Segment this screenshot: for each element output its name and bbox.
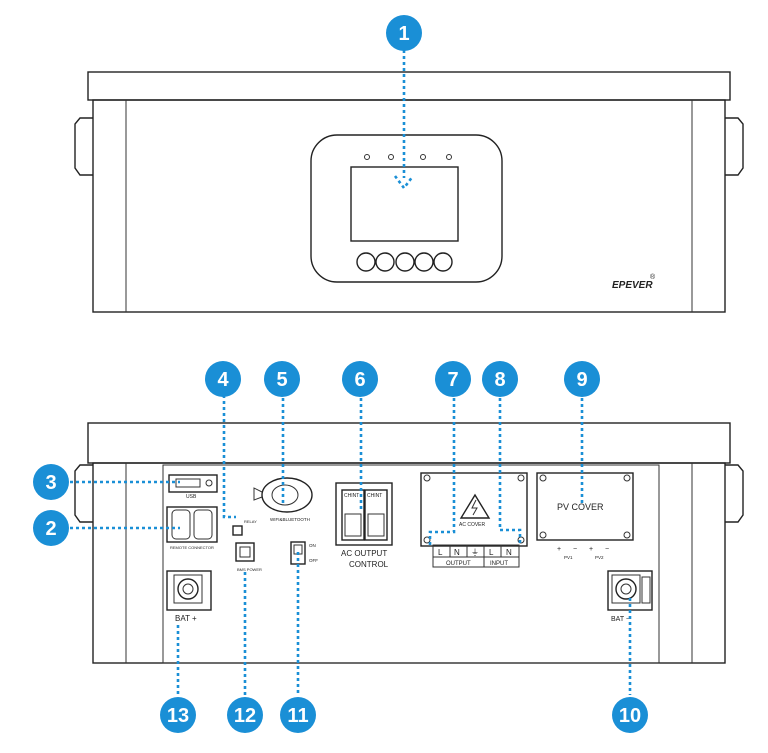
badge-10: 10 xyxy=(612,697,648,733)
badge-8: 8 xyxy=(482,361,518,397)
front-body xyxy=(92,99,726,313)
svg-text:12: 12 xyxy=(234,705,256,727)
svg-text:9: 9 xyxy=(576,369,587,391)
bat-positive-terminal: BAT + xyxy=(166,570,212,623)
power-switch: ON OFF xyxy=(290,541,318,565)
callout-line-8 xyxy=(498,398,522,546)
ac-cover: AC COVER L N ⏚ L N OUTPUT INPUT xyxy=(420,472,528,568)
led-1 xyxy=(364,154,370,160)
badge-13: 13 xyxy=(160,697,196,733)
front-panel xyxy=(310,134,503,283)
key-button xyxy=(356,252,376,272)
pv-sign: + xyxy=(557,546,561,553)
remote-connector: REMOTE CONNECTOR xyxy=(166,506,218,550)
switch-off-label: OFF xyxy=(309,558,318,563)
rear-top-lid xyxy=(87,422,731,464)
relay-port: RELAY xyxy=(232,519,257,536)
rear-view: USB REMOTE CONNECTOR RELAY BMS POWER WIF… xyxy=(74,422,744,664)
bat-positive-label: BAT + xyxy=(175,614,197,623)
svg-text:10: 10 xyxy=(619,705,641,727)
key-button xyxy=(433,252,453,272)
led-4 xyxy=(446,154,452,160)
pv-sign: + xyxy=(589,546,593,553)
svg-text:4: 4 xyxy=(217,369,229,391)
front-left-handle xyxy=(74,117,93,176)
badge-7: 7 xyxy=(435,361,471,397)
switch-on-label: ON xyxy=(309,543,316,548)
terminal-label: ⏚ xyxy=(471,548,479,557)
remote-connector-label: REMOTE CONNECTOR xyxy=(170,545,214,550)
badge-6: 6 xyxy=(342,361,378,397)
badge-2: 2 xyxy=(33,510,69,546)
key-button xyxy=(375,252,395,272)
rear-left-handle xyxy=(74,464,93,523)
pv-sign: − xyxy=(605,546,609,553)
ac-output-control-label-1: AC OUTPUT xyxy=(341,549,387,558)
ac-output-breaker: CHINT CHINT AC OUTPUT CONTROL xyxy=(335,482,393,569)
badge-11: 11 xyxy=(280,697,316,733)
rear-right-handle xyxy=(725,464,744,523)
relay-label: RELAY xyxy=(244,519,257,524)
terminal-label: N xyxy=(454,548,460,557)
svg-text:2: 2 xyxy=(45,518,56,540)
svg-text:6: 6 xyxy=(354,369,365,391)
breaker-label-a: CHINT xyxy=(344,493,359,499)
pv-cover: PV COVER + − + − PV1 PV2 xyxy=(536,472,634,560)
pv1-label: PV1 xyxy=(564,555,573,560)
hazard-icon xyxy=(459,493,491,519)
rear-panel xyxy=(162,464,660,664)
svg-text:13: 13 xyxy=(167,705,189,727)
key-button xyxy=(414,252,434,272)
callout-line-4 xyxy=(222,395,236,519)
wifi-bluetooth-label: WIFI&BLUETOOTH xyxy=(270,517,310,522)
bms-power-port: BMS POWER xyxy=(235,542,262,572)
output-label: OUTPUT xyxy=(446,561,471,567)
bat-negative-terminal: BAT − xyxy=(607,570,653,623)
svg-text:7: 7 xyxy=(447,369,458,391)
bms-power-label: BMS POWER xyxy=(237,567,262,572)
svg-text:11: 11 xyxy=(287,705,308,727)
registered-mark: ® xyxy=(650,273,656,281)
key-buttons xyxy=(356,252,453,272)
badge-12: 12 xyxy=(227,697,263,733)
input-label: INPUT xyxy=(490,561,508,567)
usb-port: USB xyxy=(168,474,218,500)
badge-4: 4 xyxy=(205,361,241,397)
front-right-handle xyxy=(725,117,744,176)
brand-logo: EPEVER xyxy=(612,280,653,291)
callout-line-7 xyxy=(428,398,456,546)
ac-output-control-label-2: CONTROL xyxy=(349,560,389,569)
badge-1: 1 xyxy=(386,15,422,51)
callout-lines xyxy=(70,50,632,695)
pv-cover-label: PV COVER xyxy=(557,502,604,512)
breaker-label-b: CHINT xyxy=(367,493,382,499)
svg-text:1: 1 xyxy=(398,23,409,45)
rear-body xyxy=(92,462,726,664)
front-view: EPEVER ® xyxy=(74,71,744,313)
terminal-label: N xyxy=(506,548,512,557)
svg-text:5: 5 xyxy=(276,369,287,391)
lcd-screen xyxy=(350,166,459,242)
bat-negative-label: BAT − xyxy=(611,616,630,623)
led-2 xyxy=(388,154,394,160)
svg-text:8: 8 xyxy=(494,369,505,391)
badge-9: 9 xyxy=(564,361,600,397)
key-button xyxy=(395,252,415,272)
pv2-label: PV2 xyxy=(595,555,604,560)
led-3 xyxy=(420,154,426,160)
pv-sign: − xyxy=(573,546,577,553)
ac-cover-label: AC COVER xyxy=(459,522,486,528)
badge-3: 3 xyxy=(33,464,69,500)
svg-text:3: 3 xyxy=(45,472,56,494)
badge-5: 5 xyxy=(264,361,300,397)
terminal-label: L xyxy=(438,548,443,557)
front-top-lid xyxy=(87,71,731,101)
usb-label: USB xyxy=(186,494,197,500)
terminal-label: L xyxy=(489,548,494,557)
wifi-bluetooth-port: WIFI&BLUETOOTH xyxy=(253,477,313,522)
